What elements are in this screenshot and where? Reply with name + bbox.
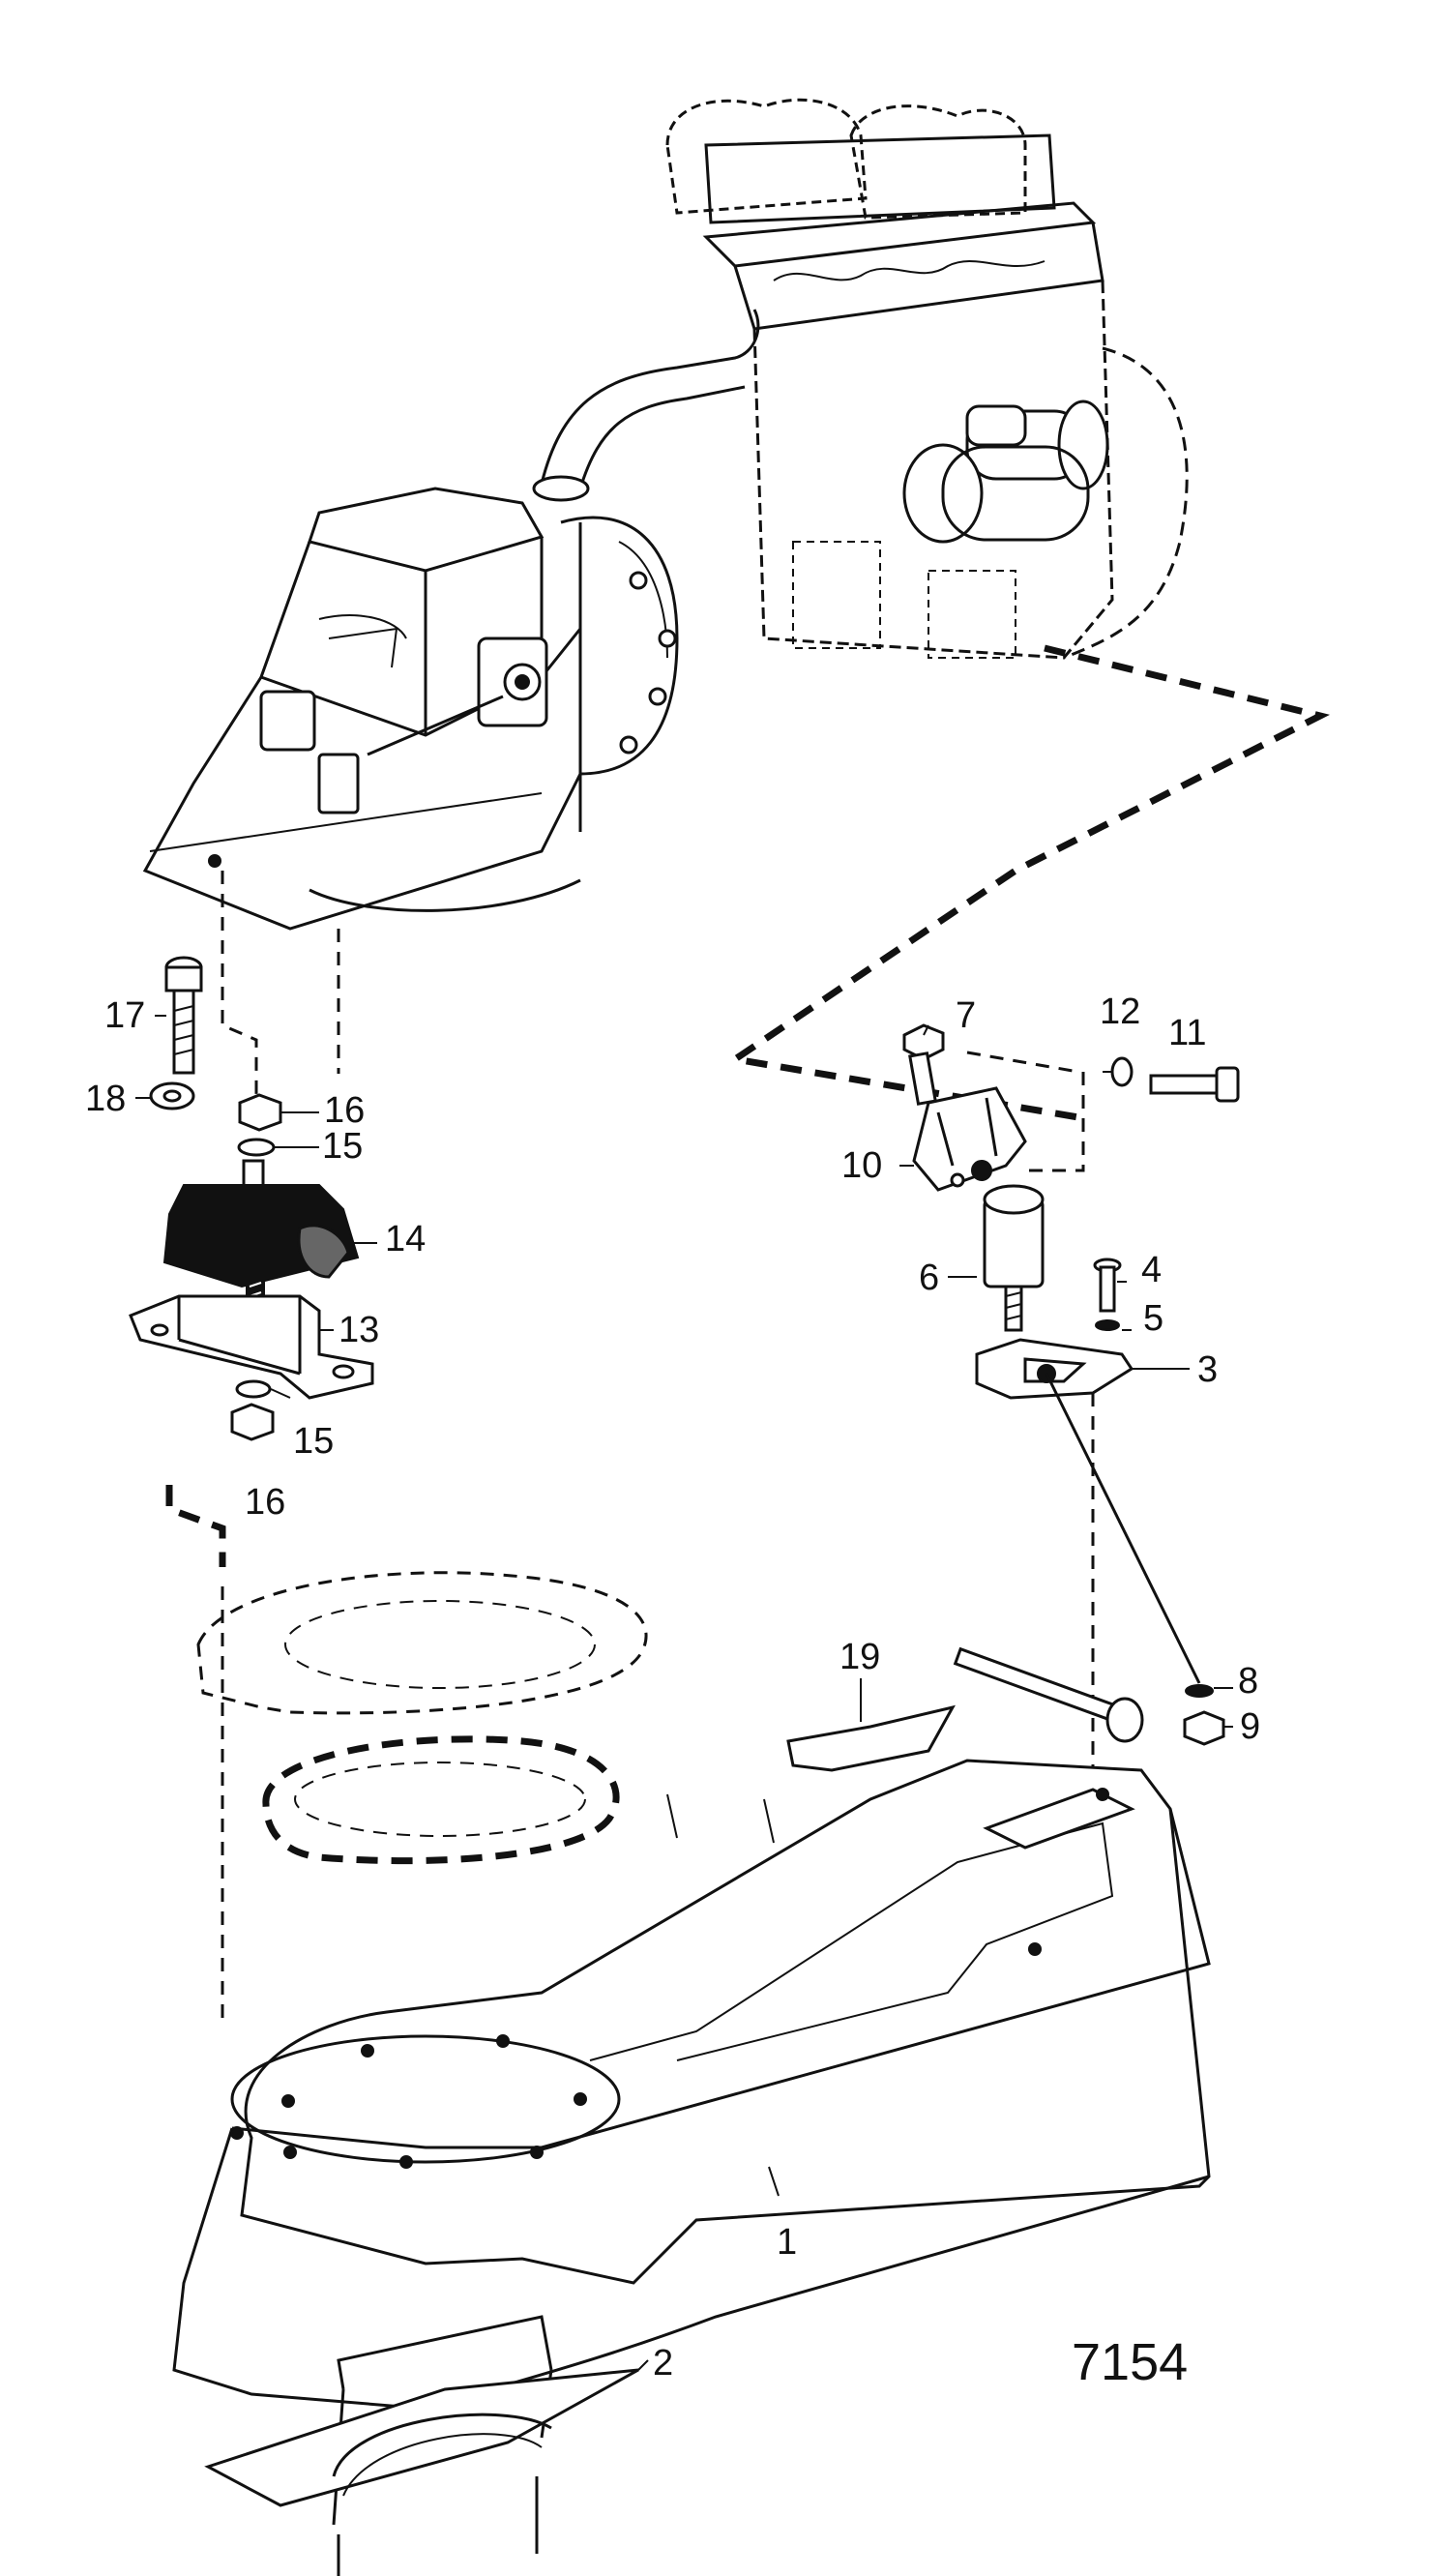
callout-9: 9: [1240, 1706, 1260, 1747]
callout-12: 12: [1100, 992, 1140, 1032]
nut-16-upper: [238, 1093, 282, 1132]
rubber-mount-6: [983, 1184, 1045, 1332]
washer-15-lower: [235, 1379, 272, 1399]
callout-7: 7: [956, 995, 976, 1036]
callout-18: 18: [85, 1079, 126, 1119]
callout-11: 11: [1168, 1013, 1206, 1053]
engine-assembly: [142, 98, 1330, 1121]
callout-14: 14: [385, 1219, 426, 1259]
washer-15-upper: [237, 1138, 276, 1157]
base-frame-1: [172, 1646, 1211, 2411]
drive-leg-2: [204, 2315, 639, 2576]
callout-4: 4: [1141, 1250, 1162, 1290]
callout-15-lower: 15: [293, 1421, 334, 1462]
pivot-shaft-19: [786, 1646, 1144, 1850]
right-engine-mount: [902, 1023, 1240, 1819]
callout-1: 1: [777, 2222, 797, 2263]
bolt-11: [1149, 1066, 1240, 1103]
bolt-7: [902, 1023, 945, 1106]
washer-8: [1185, 1684, 1214, 1698]
bracket-10: [912, 1086, 1027, 1192]
callout-6: 6: [919, 1258, 939, 1298]
callout-8: 8: [1238, 1661, 1258, 1702]
washer-5: [1095, 1319, 1120, 1331]
leader-lines: [135, 1015, 1233, 2371]
bracket-3: [975, 1338, 1134, 1400]
gaskets: [196, 1571, 648, 1865]
bolt-17: [164, 956, 203, 1075]
callout-labels: 1 2 3 4 5 6 7 8 9 10 11 12 13 14 15 15 1…: [85, 992, 1260, 2391]
nut-9: [1183, 1710, 1225, 1746]
callout-2: 2: [653, 2343, 673, 2384]
callout-10: 10: [841, 1145, 882, 1186]
callout-17: 17: [104, 995, 145, 1036]
callout-13: 13: [339, 1310, 379, 1350]
callout-15-upper: 15: [322, 1126, 363, 1167]
bolt-4: [1093, 1258, 1122, 1313]
callout-5: 5: [1143, 1298, 1163, 1339]
washer-12: [1110, 1056, 1134, 1087]
bracket-13: [129, 1294, 374, 1400]
drawing-reference-number: 7154: [1072, 2333, 1188, 2391]
callout-19: 19: [839, 1637, 880, 1677]
rubber-mount-14: [162, 1159, 360, 1312]
callout-16-upper: 16: [324, 1090, 365, 1131]
callout-16-lower: 16: [245, 1482, 285, 1523]
left-engine-mount: [129, 956, 374, 2022]
nut-16-lower: [230, 1403, 275, 1441]
callout-3: 3: [1197, 1349, 1218, 1390]
